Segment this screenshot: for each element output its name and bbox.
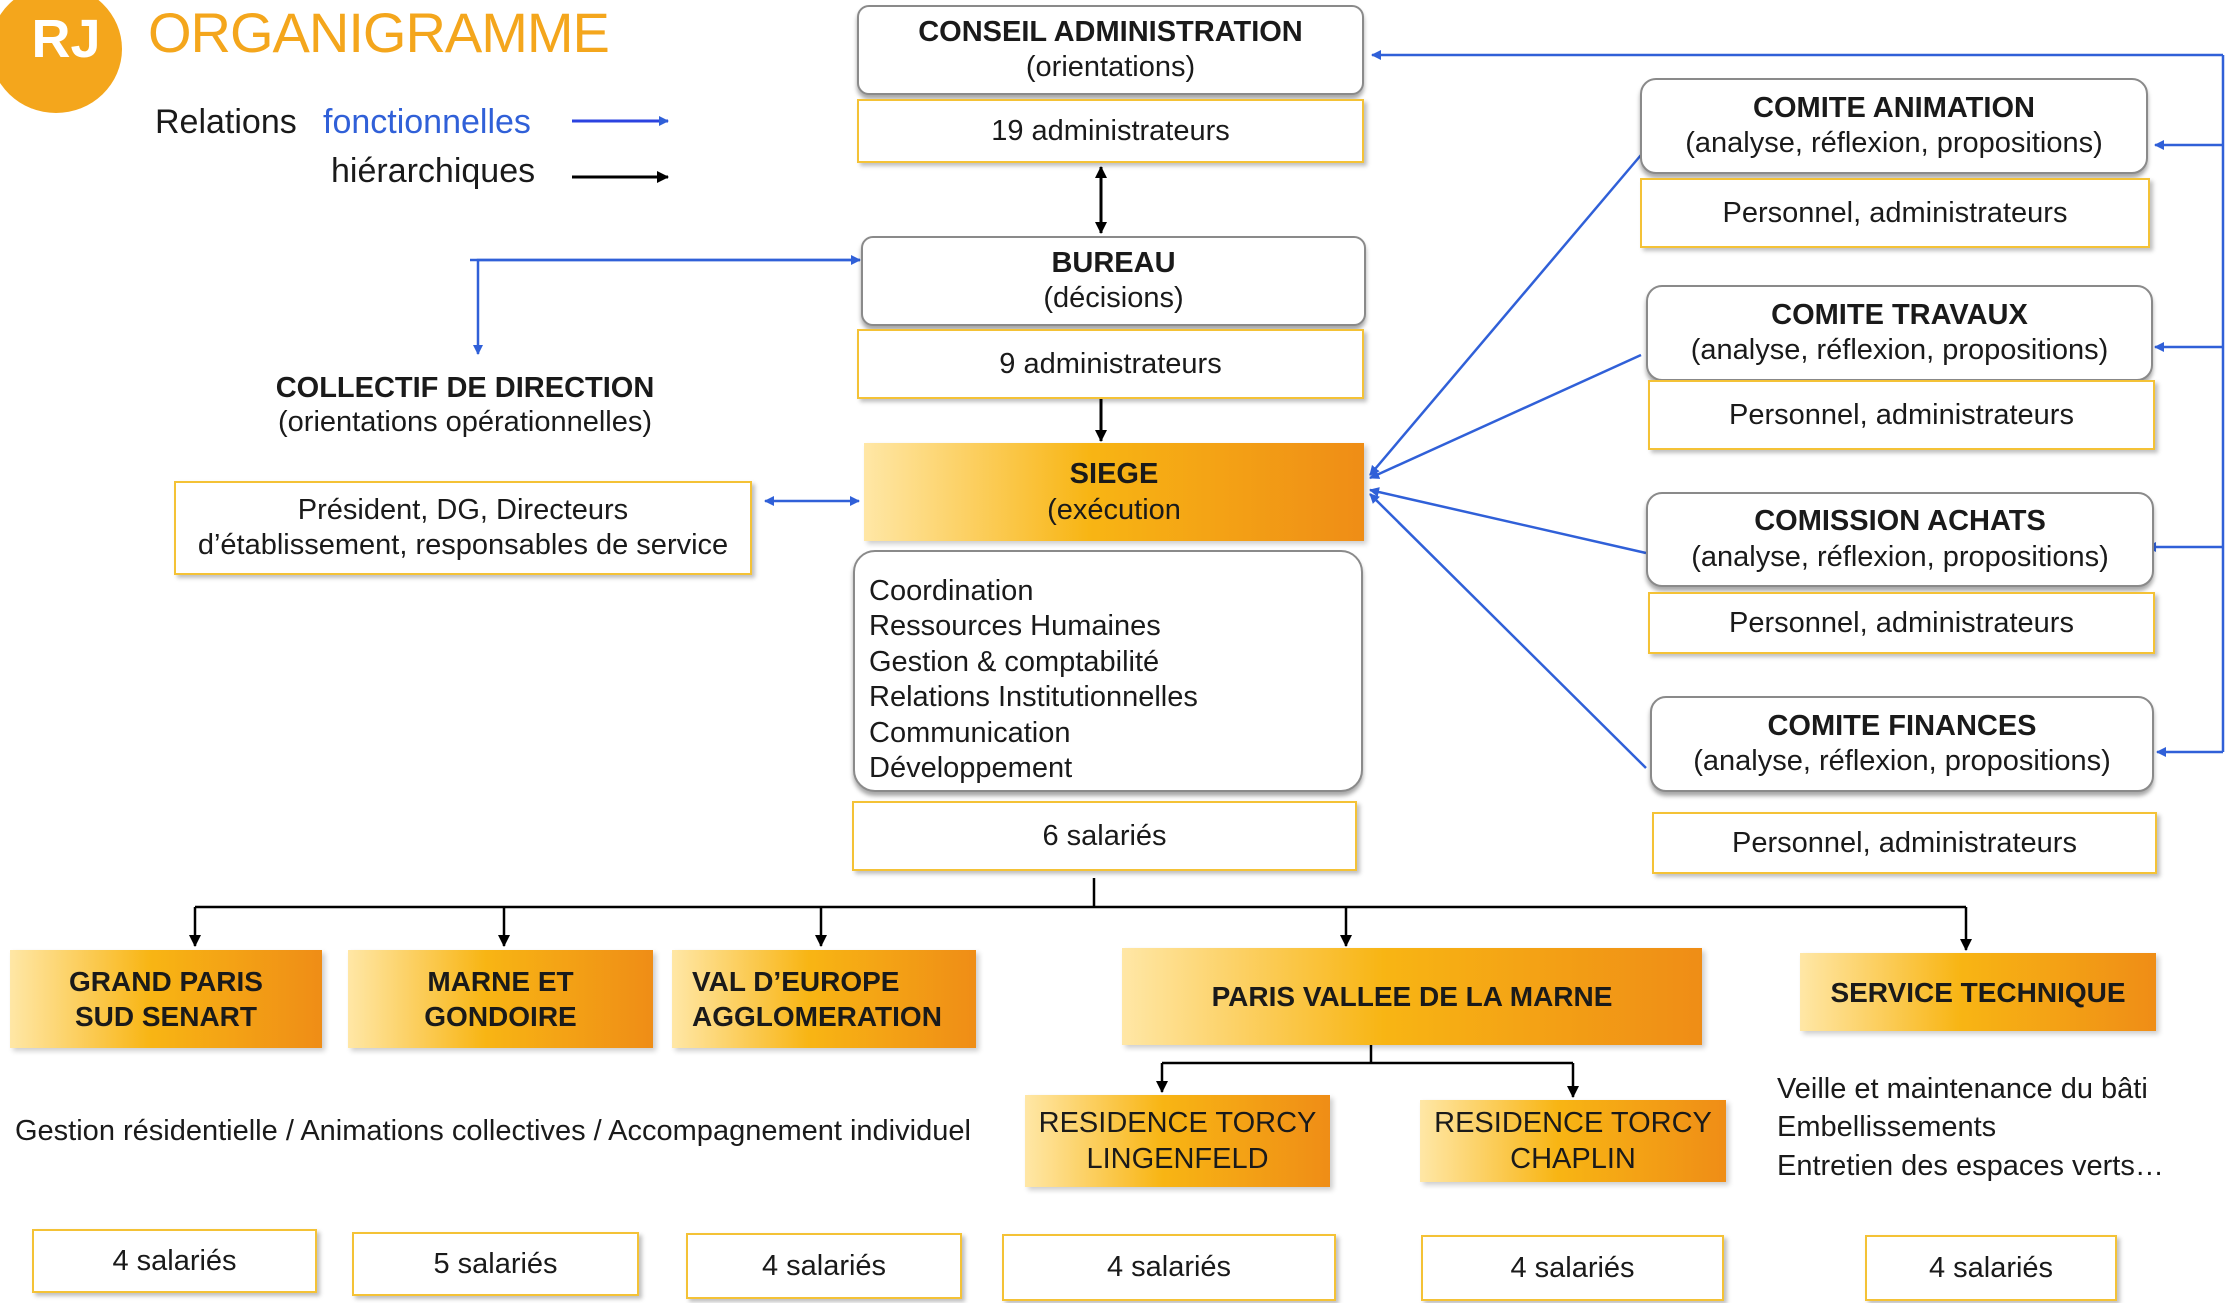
staff-grand-paris: 4 salariés xyxy=(32,1229,317,1293)
territoire-paris-vallee: PARIS VALLEE DE LA MARNE xyxy=(1122,948,1702,1045)
comite-travaux-members: Personnel, administrateurs xyxy=(1648,380,2155,450)
residence-lingenfeld-line2: LINGENFELD xyxy=(1086,1143,1269,1175)
siege-box: SIEGE (exécution xyxy=(864,443,1364,541)
territoire-paris-vallee-title: PARIS VALLEE DE LA MARNE xyxy=(1211,981,1613,1012)
territoire-marne-gondoire: MARNE ET GONDOIRE xyxy=(348,950,653,1048)
service-rh: Ressources Humaines xyxy=(869,610,1161,643)
siege-title: SIEGE xyxy=(1069,457,1159,490)
comite-finances-members: Personnel, administrateurs xyxy=(1652,812,2157,874)
staff-lingenfeld: 4 salariés xyxy=(1002,1234,1336,1301)
comite-finances-box: COMITE FINANCES (analyse, réflexion, pro… xyxy=(1650,696,2154,792)
commission-achats-sub: (analyse, réflexion, propositions) xyxy=(1691,540,2109,573)
legend-hierarchical-label: hiérarchiques xyxy=(331,152,536,190)
comite-animation-sub: (analyse, réflexion, propositions) xyxy=(1685,127,2103,159)
comite-animation-box: COMITE ANIMATION (analyse, réflexion, pr… xyxy=(1640,78,2148,174)
territoire-marne-line2: GONDOIRE xyxy=(424,1001,577,1032)
legend-functional-label: fonctionnelles xyxy=(323,103,531,141)
conseil-administration-box: CONSEIL ADMINISTRATION (orientations) xyxy=(857,5,1364,95)
staff-val-europe: 4 salariés xyxy=(686,1233,962,1299)
service-coordination: Coordination xyxy=(869,575,1034,607)
territoire-val-europe: VAL D’EUROPE AGGLOMERATION xyxy=(672,950,976,1048)
logo-text: RJ xyxy=(31,9,101,69)
bureau-title: BUREAU xyxy=(1051,246,1176,279)
siege-staff-box: 6 salariés xyxy=(852,801,1357,871)
staff-chaplin: 4 salariés xyxy=(1421,1235,1724,1301)
conseil-members-box: 19 administrateurs xyxy=(857,99,1364,163)
collectif-sub: (orientations opérationnelles) xyxy=(278,406,652,438)
collectif-members-line2: d’établissement, responsables de service xyxy=(197,529,729,561)
residence-chaplin-line2: CHAPLIN xyxy=(1510,1143,1636,1175)
siege-services-box: Coordination Ressources Humaines Gestion… xyxy=(853,550,1363,792)
bureau-members-box: 9 administrateurs xyxy=(857,329,1364,399)
comite-travaux-title: COMITE TRAVAUX xyxy=(1771,298,2028,331)
service-gestion: Gestion & comptabilité xyxy=(869,645,1160,678)
comite-finances-title: COMITE FINANCES xyxy=(1767,709,2037,742)
territoire-marne-line1: MARNE ET xyxy=(427,966,574,997)
service-technique-box: SERVICE TECHNIQUE xyxy=(1800,953,2156,1031)
service-communication: Communication xyxy=(869,716,1071,749)
collectif-members-line1: Président, DG, Directeurs xyxy=(297,494,629,527)
staff-service-technique: 4 salariés xyxy=(1865,1235,2117,1301)
territoire-val-europe-line1: VAL D’EUROPE xyxy=(692,966,900,997)
service-relations: Relations Institutionnelles xyxy=(869,681,1198,714)
residence-chaplin: RESIDENCE TORCY CHAPLIN xyxy=(1420,1100,1726,1182)
task-embellissements: Embellissements xyxy=(1777,1111,1997,1144)
service-developpement: Développement xyxy=(869,751,1073,784)
collectif-title: COLLECTIF DE DIRECTION xyxy=(275,372,655,404)
bureau-sub: (décisions) xyxy=(1043,282,1184,314)
missions-text: Gestion résidentielle / Animations colle… xyxy=(15,1115,971,1147)
territoire-val-europe-line2: AGGLOMERATION xyxy=(692,1001,942,1032)
logo: RJ xyxy=(0,0,122,113)
task-veille: Veille et maintenance du bâti xyxy=(1777,1073,2148,1105)
commission-achats-title: COMISSION ACHATS xyxy=(1754,505,2046,538)
commission-achats-members: Personnel, administrateurs xyxy=(1648,592,2155,654)
task-espaces-verts: Entretien des espaces verts… xyxy=(1777,1149,2164,1182)
commission-achats-box: COMISSION ACHATS (analyse, réflexion, pr… xyxy=(1646,492,2154,587)
comite-finances-sub: (analyse, réflexion, propositions) xyxy=(1693,745,2111,777)
bureau-box: BUREAU (décisions) xyxy=(861,236,1366,326)
service-technique-tasks: Veille et maintenance du bâti Embellisse… xyxy=(1777,1070,2164,1185)
conseil-title: CONSEIL ADMINISTRATION xyxy=(918,15,1303,48)
territoire-grand-paris-line2: SUD SENART xyxy=(74,1001,257,1032)
territoire-grand-paris: GRAND PARIS SUD SENART xyxy=(10,950,322,1048)
territoire-grand-paris-line1: GRAND PARIS xyxy=(69,966,263,997)
collectif-members-box: Président, DG, Directeurs d’établissemen… xyxy=(174,481,752,575)
residence-lingenfeld: RESIDENCE TORCY LINGENFELD xyxy=(1025,1095,1330,1187)
conseil-sub: (orientations) xyxy=(1025,51,1196,83)
residence-lingenfeld-line1: RESIDENCE TORCY xyxy=(1038,1106,1317,1139)
comite-travaux-sub: (analyse, réflexion, propositions) xyxy=(1690,334,2109,366)
staff-marne-gondoire: 5 salariés xyxy=(352,1232,639,1296)
comite-animation-title: COMITE ANIMATION xyxy=(1753,91,2035,124)
legend-relations-label: Relations xyxy=(155,103,297,141)
siege-sub: (exécution xyxy=(1047,494,1181,526)
residence-chaplin-line1: RESIDENCE TORCY xyxy=(1434,1106,1712,1139)
comite-animation-members: Personnel, administrateurs xyxy=(1640,178,2150,248)
comite-travaux-box: COMITE TRAVAUX (analyse, réflexion, prop… xyxy=(1646,285,2153,381)
service-technique-title: SERVICE TECHNIQUE xyxy=(1830,976,2126,1008)
page-title: ORGANIGRAMME xyxy=(148,1,610,64)
